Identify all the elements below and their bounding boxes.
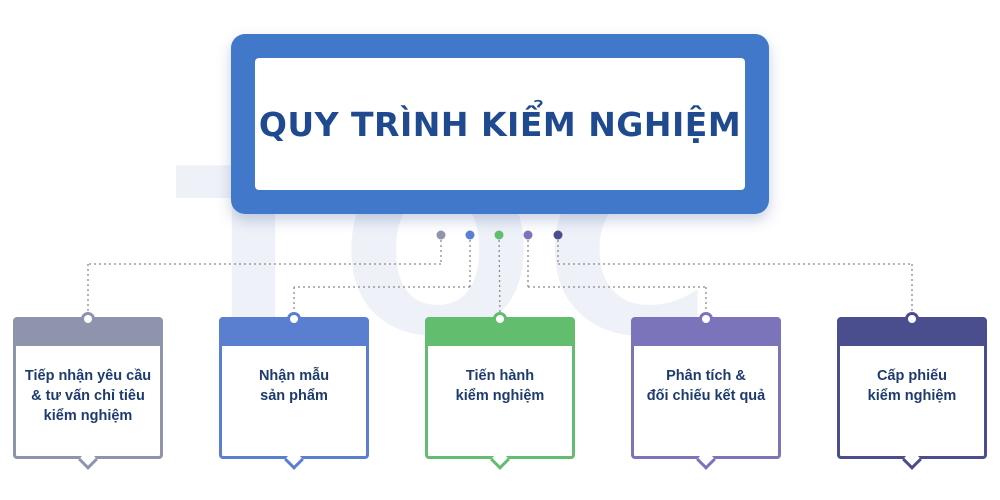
connector-dot (523, 230, 533, 240)
step-label-line: Tiến hành (465, 368, 535, 384)
connector-dot (465, 230, 475, 240)
title-frame: QUY TRÌNH KIỂM NGHIỆM (231, 34, 769, 214)
step-label: Phân tích & đối chiếu kết quả (640, 366, 772, 406)
step-label-line: Nhận mẫu (258, 368, 330, 384)
connector-dot (553, 230, 563, 240)
connector-ring-icon (493, 312, 507, 326)
step-card: Tiếp nhận yêu cầu & tư vấn chỉ tiêu kiểm n… (13, 312, 163, 470)
connector-ring-icon (81, 312, 95, 326)
step-label-line: kiểm nghiệm (43, 408, 133, 424)
step-label: Tiến hành kiểm nghiệm (434, 366, 566, 406)
connector-ring-icon (287, 312, 301, 326)
step-label-line: sản phẩm (260, 388, 328, 404)
step-card: Nhận mẫu sản phẩm (219, 312, 369, 470)
connector-ring-icon (905, 312, 919, 326)
connector-dot (436, 230, 446, 240)
step-label-line: kiểm nghiệm (455, 388, 545, 404)
step-label-line: Tiếp nhận yêu cầu (24, 368, 152, 384)
step-label: Tiếp nhận yêu cầu & tư vấn chỉ tiêu kiểm n… (22, 366, 154, 426)
connector-ring-icon (699, 312, 713, 326)
step-label: Nhận mẫu sản phẩm (228, 366, 360, 406)
step-label-line: kiểm nghiệm (867, 388, 957, 404)
step-label-line: đối chiếu kết quả (646, 388, 766, 404)
step-label: Cấp phiếu kiểm nghiệm (846, 366, 978, 406)
step-card: Tiến hành kiểm nghiệm (425, 312, 575, 470)
step-label-line: & tư vấn chỉ tiêu (31, 388, 145, 404)
connector-vertical (498, 234, 501, 317)
step-card: Cấp phiếu kiểm nghiệm (837, 312, 987, 470)
step-label-line: Phân tích & (666, 368, 746, 384)
page-title: QUY TRÌNH KIỂM NGHIỆM (258, 104, 742, 144)
step-card: Phân tích & đối chiếu kết quả (631, 312, 781, 470)
connector-dot (494, 230, 504, 240)
title-panel: QUY TRÌNH KIỂM NGHIỆM (255, 58, 745, 190)
step-label-line: Cấp phiếu (876, 368, 948, 384)
